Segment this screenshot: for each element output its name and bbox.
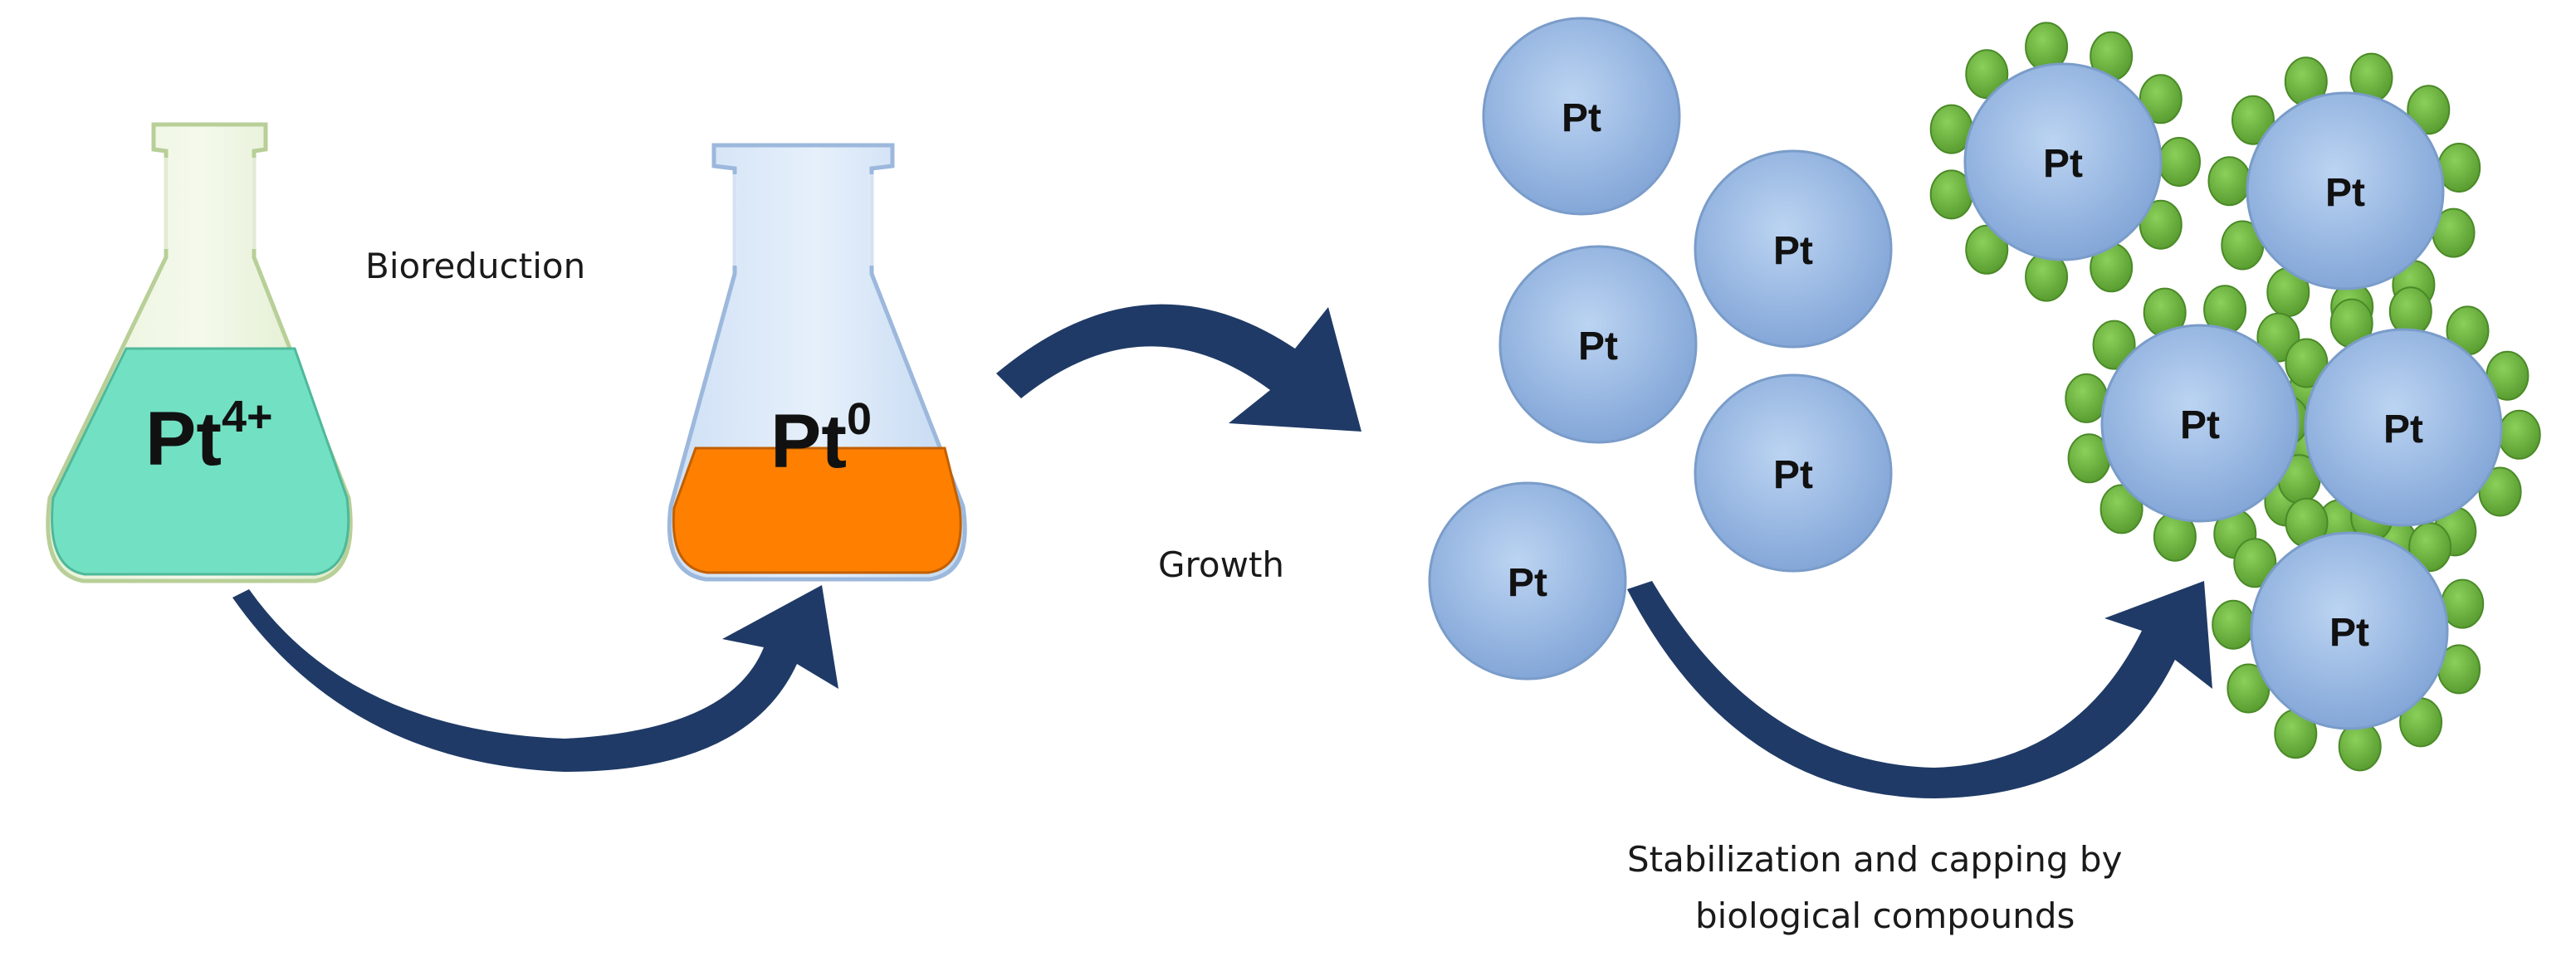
arrow-growth <box>996 304 1361 432</box>
pt-capped-particle: Pt <box>2304 328 2503 527</box>
capping-molecule <box>1965 49 2009 100</box>
flask-pt4-liquid <box>51 347 350 576</box>
capping-molecule <box>2437 143 2481 193</box>
pt-particle: Pt <box>1428 481 1627 681</box>
particle-group-capped: Pt Pt Pt Pt Pt <box>1963 62 2503 730</box>
flask-pt0-label: Pt0 <box>770 394 872 484</box>
pt-particle: Pt <box>1694 149 1893 349</box>
label-bioreduction: Bioreduction <box>365 246 585 286</box>
arrow-capping <box>1627 581 2212 798</box>
capping-molecule <box>2065 373 2109 423</box>
capping-molecule <box>2092 320 2136 370</box>
pt-capped-particle: Pt <box>1963 62 2163 261</box>
capping-molecule <box>2139 199 2183 250</box>
svg-text:Pt: Pt <box>1773 229 1813 273</box>
flask-pt4-label: Pt4+ <box>145 392 273 481</box>
capping-molecule <box>2139 74 2183 124</box>
pt-particle: Pt <box>1498 245 1698 444</box>
flask-pt0-liquid <box>672 446 962 574</box>
pt-capped-particle: Pt <box>2100 324 2300 523</box>
capping-molecule <box>2207 156 2251 207</box>
pt-capped-particle: Pt <box>2246 91 2445 290</box>
svg-text:Pt: Pt <box>1562 96 1601 140</box>
capping-molecule <box>2233 538 2277 588</box>
capping-molecule <box>2099 484 2143 534</box>
svg-text:Pt: Pt <box>1773 453 1813 497</box>
capping-molecule <box>1965 224 2009 275</box>
pt-particle: Pt <box>1482 17 1681 216</box>
svg-text:Pt: Pt <box>2043 142 2083 186</box>
pt-particle: Pt <box>1694 373 1893 573</box>
capping-molecule <box>2285 338 2329 388</box>
particle-group-growth: Pt Pt Pt Pt Pt <box>1428 17 1893 681</box>
svg-text:Pt: Pt <box>2325 171 2365 215</box>
svg-text:Pt: Pt <box>2329 611 2369 655</box>
capping-molecule <box>2497 409 2541 460</box>
label-capping-line1: Stabilization and capping by <box>1627 839 2122 880</box>
svg-text:Pt: Pt <box>2180 403 2220 447</box>
capping-molecule <box>2231 95 2275 145</box>
pt-capped-particle: Pt <box>2250 531 2449 730</box>
svg-text:Pt: Pt <box>2383 407 2423 451</box>
capping-molecule <box>2478 466 2522 517</box>
capping-molecule <box>2407 85 2451 135</box>
capping-molecule <box>2158 137 2201 187</box>
svg-text:Pt: Pt <box>1578 324 1618 368</box>
arrow-bioreduction <box>232 585 838 772</box>
capping-molecule <box>2388 286 2432 337</box>
capping-molecule <box>2212 599 2256 650</box>
flask-pt4: Pt4+ <box>46 122 353 583</box>
flask-pt0: Pt0 <box>667 143 967 582</box>
label-capping-line2: biological compounds <box>1695 895 2075 936</box>
svg-text:Pt: Pt <box>1508 561 1547 605</box>
label-growth: Growth <box>1158 544 1284 585</box>
